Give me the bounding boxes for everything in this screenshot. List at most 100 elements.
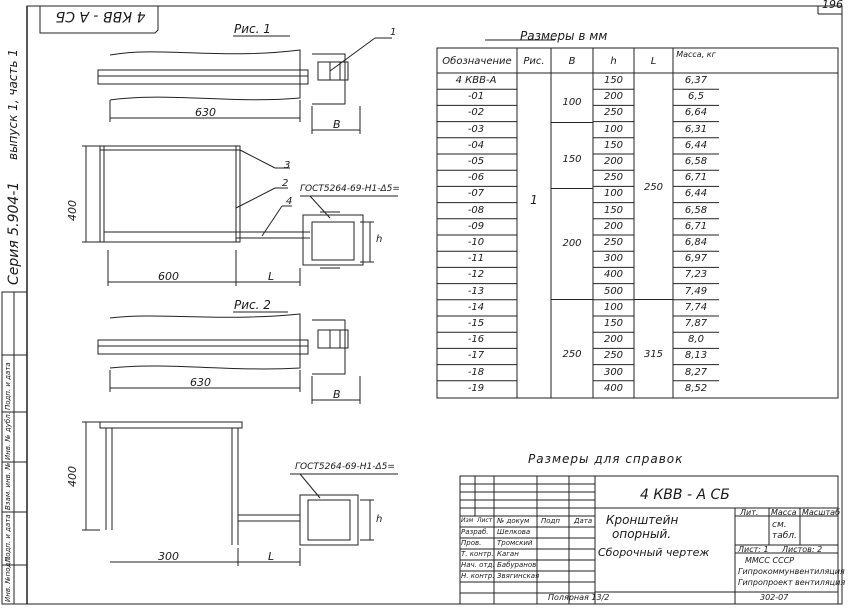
role-label: Разраб. <box>461 528 489 536</box>
stamp-col-inv-dubl: Инв. № дубл. <box>4 412 12 460</box>
fig2-dim-400: 400 <box>66 466 79 487</box>
fig2-dim-b: В <box>333 388 341 401</box>
table-cell-h: 200 <box>603 91 624 103</box>
issue-label: выпуск 1, часть 1 <box>6 49 20 160</box>
table-cell-mass: 6,31 <box>684 123 708 135</box>
table-b-150: 150 <box>562 154 582 165</box>
role-label: Нач. отд. <box>461 561 495 569</box>
table-cell-mass: 6,71 <box>684 172 708 184</box>
table-cell-code: -12 <box>467 269 485 281</box>
table-cell-code: -09 <box>467 220 485 232</box>
table-title: Размеры в мм <box>520 29 608 43</box>
table-header-h: h <box>610 56 617 67</box>
table-cell-mass: 7,49 <box>684 285 708 297</box>
table-cell-code: -05 <box>467 156 485 167</box>
table-cell-code: -18 <box>467 366 485 378</box>
fig2-dim-l: L <box>268 550 275 563</box>
table-header-fig: Рис. <box>523 56 545 67</box>
table-cell-code: -07 <box>467 188 485 200</box>
table-b-250: 250 <box>562 349 582 360</box>
table-cell-h: 200 <box>603 156 624 167</box>
table-cell-code: -10 <box>467 237 485 248</box>
role-name: Каган <box>497 550 519 558</box>
title-bottom-left: Полярная 13/2 <box>548 593 610 602</box>
fig1-weld-note: ГОСТ5264-69-Н1-Δ5= <box>300 184 400 194</box>
title-org-1: ММСС СССР <box>745 556 795 565</box>
role-name: Шелкова <box>497 528 531 536</box>
role-label: Т. контр. <box>461 550 494 558</box>
fig1-callout-3: 3 <box>284 160 291 171</box>
table-cell-code: -08 <box>467 204 485 216</box>
title-org-3: Гипропроект вентиляция <box>738 578 846 587</box>
series-label: Серия 5.904-1 <box>6 181 22 285</box>
table-cell-h: 150 <box>603 318 624 329</box>
role-name: Бабуранов <box>497 561 537 569</box>
fig1-callout-4: 4 <box>286 196 293 207</box>
table-cell-h: 500 <box>603 285 624 297</box>
page-number: 196 <box>822 0 843 11</box>
table-cell-mass: 8,0 <box>688 334 704 346</box>
table-cell-mass: 8,27 <box>684 366 708 378</box>
table-cell-h: 200 <box>603 334 624 346</box>
fig2-dim-h: h <box>376 514 383 525</box>
title-bottom-right: 302-07 <box>760 593 789 602</box>
table-cell-h: 250 <box>603 237 624 248</box>
table-l-315: 315 <box>643 349 664 360</box>
fig1-dim-630: 630 <box>195 106 216 119</box>
title-col-podp: Подп <box>541 517 560 525</box>
table-cell-mass: 6,84 <box>684 237 708 248</box>
title-org-2: Гипрокоммунвентиляция <box>738 567 845 576</box>
role-label: Н. контр. <box>461 572 495 580</box>
table-cell-mass: 6,44 <box>684 139 708 151</box>
table-cell-h: 200 <box>603 220 624 232</box>
table-cell-code: -14 <box>467 301 485 313</box>
table-cell-code: -03 <box>467 123 485 135</box>
title-name-3: Сборочный чертеж <box>598 546 710 559</box>
fig2-weld-note: ГОСТ5264-69-Н1-Δ5= <box>295 462 395 472</box>
table-cell-mass: 7,87 <box>684 318 708 329</box>
title-designation: 4 КВВ - А СБ <box>640 487 730 503</box>
title-col-list: Лист <box>477 517 493 524</box>
table-cell-mass: 8,13 <box>684 350 708 362</box>
reference-note: Размеры для справок <box>528 452 684 466</box>
title-lit: Лит. <box>740 508 759 517</box>
table-cell-code: -11 <box>467 253 485 265</box>
title-col-izm: Изм <box>461 517 474 524</box>
table-cell-mass: 6,97 <box>684 253 708 265</box>
fig1-dim-h: h <box>376 234 383 245</box>
fig1-dim-600: 600 <box>158 270 179 283</box>
table-cell-mass: 6,37 <box>684 75 708 86</box>
table-cell-h: 250 <box>603 350 624 362</box>
table-cell-h: 100 <box>603 123 624 135</box>
table-cell-mass: 6,58 <box>684 156 708 167</box>
title-scale: Масштаб <box>802 508 841 517</box>
table-cell-mass: 6,44 <box>684 188 708 200</box>
top-stamp-designation: 4 КВВ - А СБ <box>55 8 146 24</box>
table-header-b: В <box>568 56 576 67</box>
title-mass-value: см. табл. <box>772 520 797 541</box>
table-cell-code: 4 КВВ-А <box>455 75 497 86</box>
table-cell-code: -13 <box>467 285 485 297</box>
fig1-dim-l: L <box>268 270 275 283</box>
table-cell-h: 250 <box>603 107 624 119</box>
title-col-ndoc: № докум <box>497 517 530 525</box>
table-cell-h: 400 <box>603 269 624 281</box>
table-cell-code: -04 <box>467 139 485 151</box>
table-cell-h: 150 <box>603 204 624 216</box>
fig1-dim-b: В <box>333 118 341 131</box>
table-header-mass: Масса, кг <box>676 50 716 59</box>
stamp-col-vzam-inv: Взам. инв. № <box>4 462 12 510</box>
table-cell-h: 300 <box>603 253 624 265</box>
fig1-title: Рис. 1 <box>234 22 271 36</box>
title-sheets: Листов: 2 <box>782 545 823 554</box>
table-cell-mass: 8,52 <box>684 382 708 394</box>
title-mass: Масса <box>771 508 797 517</box>
table-cell-code: -19 <box>467 382 485 394</box>
title-col-date: Дата <box>574 517 593 525</box>
role-name: Звягинская <box>497 572 540 580</box>
table-cell-h: 150 <box>603 139 624 151</box>
table-cell-code: -17 <box>467 350 485 362</box>
table-cell-mass: 7,74 <box>684 301 708 313</box>
fig1-callout-2: 2 <box>282 178 289 189</box>
table-cell-mass: 6,71 <box>684 220 708 232</box>
